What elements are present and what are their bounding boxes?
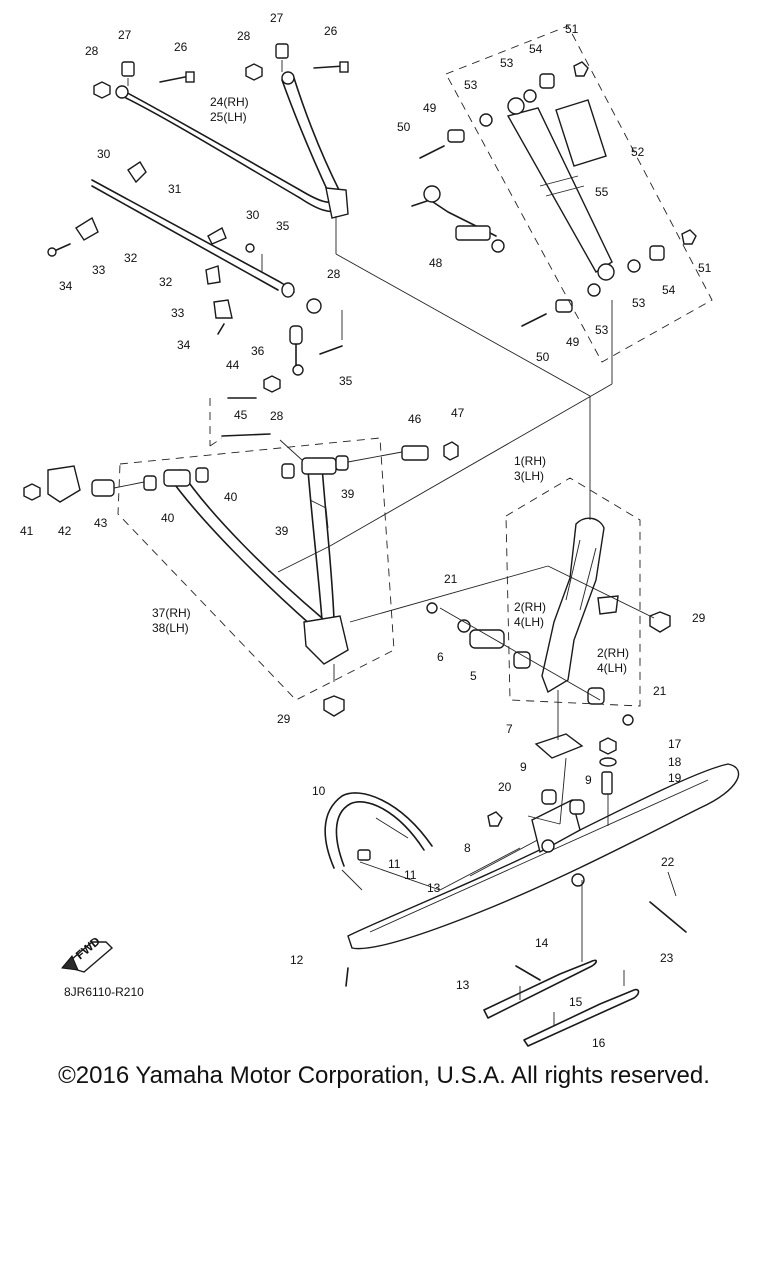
callout-40: 40: [161, 511, 175, 525]
callout-43: 43: [94, 516, 108, 530]
callout-35: 35: [276, 219, 290, 233]
callout-47: 47: [451, 406, 465, 420]
callout-9: 9: [520, 760, 527, 774]
callout-21: 21: [653, 684, 667, 698]
upper-arm-hardware: [93, 43, 349, 99]
callout-10: 10: [312, 784, 326, 798]
shock-adjuster: [411, 185, 505, 253]
callout-49: 49: [566, 335, 580, 349]
callout-labels: 28 27 26 28 27 26 24(RH) 25(LH) 30 31 30…: [20, 11, 712, 1050]
callout-30: 30: [97, 147, 111, 161]
stabilizer-link: [263, 325, 343, 393]
callout-51: 51: [698, 261, 712, 275]
upper-a-arm: [115, 71, 349, 232]
callout-33: 33: [171, 306, 185, 320]
callout-33: 33: [92, 263, 106, 277]
callout-54: 54: [662, 283, 676, 297]
callout-1-rh: 1(RH): [514, 454, 546, 468]
ski-handle: [324, 792, 433, 987]
callout-32: 32: [124, 251, 138, 265]
callout-28: 28: [327, 267, 341, 281]
ski: [347, 763, 740, 950]
callout-50: 50: [397, 120, 411, 134]
callout-23: 23: [660, 951, 674, 965]
callout-39: 39: [275, 524, 289, 538]
lower-a-arm: [163, 457, 349, 682]
callout-26: 26: [324, 24, 338, 38]
callout-39: 39: [341, 487, 355, 501]
callout-44: 44: [226, 358, 240, 372]
callout-27: 27: [118, 28, 132, 42]
callout-7: 7: [506, 722, 513, 736]
copyright-notice: ©2016 Yamaha Motor Corporation, U.S.A. A…: [58, 1062, 710, 1089]
callout-53: 53: [632, 296, 646, 310]
callout-34: 34: [177, 338, 191, 352]
callout-32: 32: [159, 275, 173, 289]
callout-28: 28: [85, 44, 99, 58]
callout-42: 42: [58, 524, 72, 538]
callout-31: 31: [168, 182, 182, 196]
callout-25-lh: 25(LH): [210, 110, 247, 124]
callout-29: 29: [692, 611, 706, 625]
callout-22: 22: [661, 855, 675, 869]
callout-12: 12: [290, 953, 304, 967]
lower-arm-hardware: [23, 397, 459, 717]
callout-51: 51: [565, 22, 579, 36]
assembly-outlines: [113, 25, 713, 948]
callout-52: 52: [631, 145, 645, 159]
callout-28: 28: [237, 29, 251, 43]
diagram-code: 8JR6110-R210: [64, 985, 144, 999]
callout-36: 36: [251, 344, 265, 358]
exploded-parts-diagram: FWD 28 27 26 28 27 26 24(RH: [20, 11, 740, 1050]
callout-53: 53: [595, 323, 609, 337]
callout-15: 15: [569, 995, 583, 1009]
callout-37-rh: 37(RH): [152, 606, 191, 620]
callout-29: 29: [277, 712, 291, 726]
callout-46: 46: [408, 412, 422, 426]
callout-55: 55: [595, 185, 609, 199]
callout-45: 45: [234, 408, 248, 422]
callout-2-rh: 2(RH): [597, 646, 629, 660]
callout-38-lh: 38(LH): [152, 621, 189, 635]
ski-hardware: [487, 733, 687, 981]
callout-4-lh: 4(LH): [597, 661, 627, 675]
callout-40: 40: [224, 490, 238, 504]
callout-11: 11: [404, 868, 417, 882]
callout-20: 20: [498, 780, 512, 794]
callout-18: 18: [668, 755, 682, 769]
callout-5: 5: [470, 669, 477, 683]
stabilizer-bar: [47, 161, 322, 335]
callout-50: 50: [536, 350, 550, 364]
callout-34: 34: [59, 279, 73, 293]
callout-26: 26: [174, 40, 188, 54]
callout-4-lh: 4(LH): [514, 615, 544, 629]
callout-30: 30: [246, 208, 260, 222]
callout-41: 41: [20, 524, 34, 538]
callout-54: 54: [529, 42, 543, 56]
callout-24-rh: 24(RH): [210, 95, 249, 109]
callout-13: 13: [427, 881, 441, 895]
callout-49: 49: [423, 101, 437, 115]
callout-13: 13: [456, 978, 470, 992]
fwd-arrow-icon: FWD: [61, 934, 114, 973]
callout-16: 16: [592, 1036, 606, 1050]
callout-21: 21: [444, 572, 458, 586]
callout-6: 6: [437, 650, 444, 664]
callout-3-lh: 3(LH): [514, 469, 544, 483]
wear-bars: [483, 948, 640, 1047]
callout-9: 9: [585, 773, 592, 787]
callout-14: 14: [535, 936, 549, 950]
callout-17: 17: [668, 737, 682, 751]
callout-11: 11: [388, 857, 401, 871]
callout-27: 27: [270, 11, 284, 25]
callout-53: 53: [500, 56, 514, 70]
callout-53: 53: [464, 78, 478, 92]
callout-28: 28: [270, 409, 284, 423]
callout-2-rh: 2(RH): [514, 600, 546, 614]
callout-8: 8: [464, 841, 471, 855]
shock-absorber: [419, 61, 697, 327]
callout-19: 19: [668, 771, 682, 785]
callout-48: 48: [429, 256, 443, 270]
callout-35: 35: [339, 374, 353, 388]
